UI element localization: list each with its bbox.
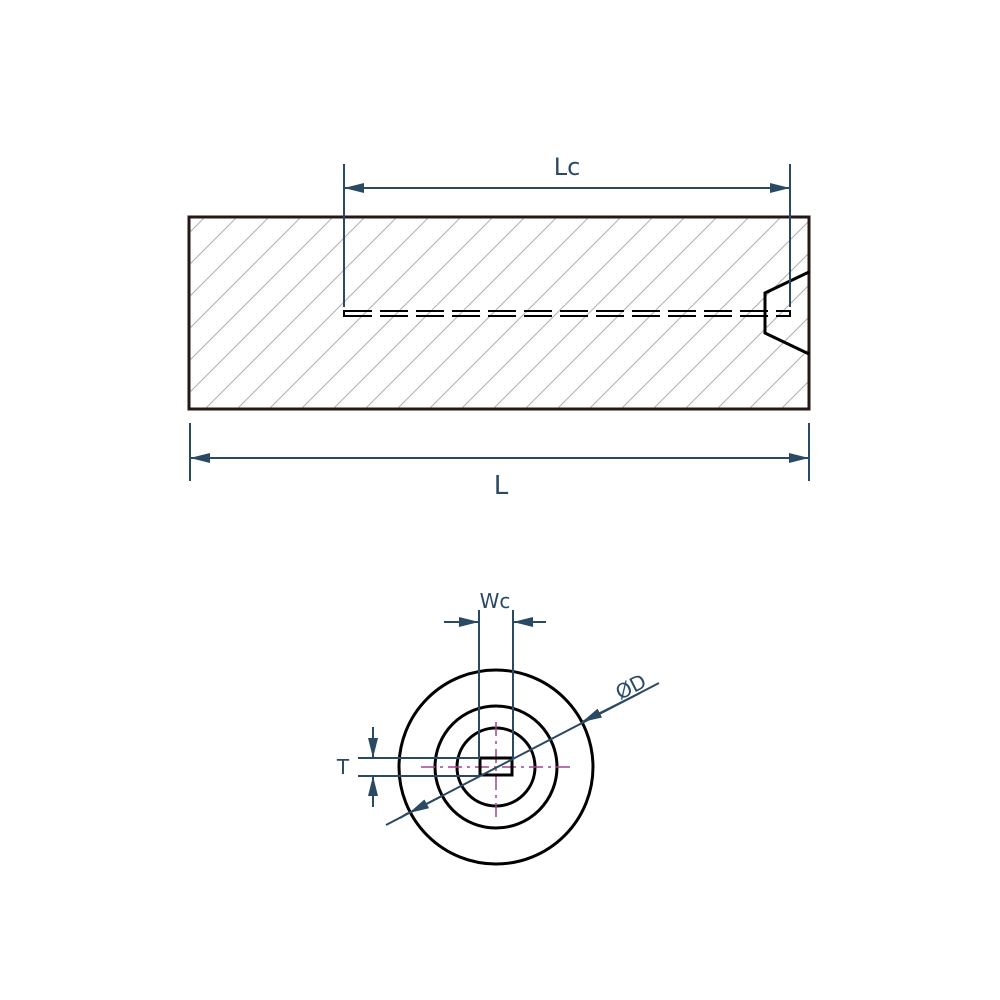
hatch-line	[236, 217, 430, 409]
hatch-line	[189, 217, 302, 330]
hatch-line	[492, 217, 686, 409]
hatch-line	[204, 217, 398, 409]
dimension-diameter	[385, 682, 660, 826]
hatch-line	[652, 252, 809, 409]
side-view: Lc L	[0, 153, 1000, 501]
hatch-line	[0, 217, 77, 409]
slot-section	[478, 756, 514, 777]
dimension-cut-length	[343, 164, 791, 307]
hatch-line	[813, 217, 1000, 409]
hatch-line	[189, 217, 334, 362]
hidden-slot	[343, 310, 791, 317]
dimension-cut-width	[444, 610, 546, 758]
hatch-line	[620, 220, 809, 409]
hatch-line	[684, 284, 809, 409]
hatch-line	[332, 217, 526, 409]
hatch-line	[0, 217, 109, 409]
center-lines	[421, 722, 575, 818]
part-body-outline	[187, 215, 811, 411]
hatch-line	[845, 217, 1000, 409]
hatch-line	[189, 217, 238, 266]
label-thickness: T	[336, 755, 350, 779]
hatch-line	[428, 217, 622, 409]
hatch-line	[189, 217, 206, 234]
hatch-line	[0, 217, 173, 409]
hatch-line	[189, 217, 366, 394]
hatch-line	[189, 217, 270, 298]
hatch-line	[460, 217, 654, 409]
hatch-line	[300, 217, 494, 409]
hatch-line	[716, 316, 809, 409]
hatch-line	[396, 217, 590, 409]
hatch-line	[877, 217, 1000, 409]
hatch-line	[588, 217, 782, 409]
chamfer-countersink	[763, 270, 810, 356]
end-view: Wc T ØD	[336, 589, 660, 866]
hatch-line	[748, 348, 809, 409]
label-diameter: ØD	[611, 669, 650, 705]
hatch-line	[556, 217, 750, 409]
dimension-thickness	[358, 727, 480, 807]
hatch-pattern	[0, 217, 1000, 409]
hatch-line	[0, 217, 45, 409]
outer-circle	[397, 668, 595, 866]
label-cut-width: Wc	[480, 589, 511, 613]
hatch-line	[0, 217, 141, 409]
hatch-line	[268, 217, 462, 409]
hatch-line	[364, 217, 558, 409]
hatch-line	[0, 217, 13, 409]
label-length: L	[494, 471, 509, 501]
hatch-line	[524, 217, 718, 409]
label-cut-length: Lc	[554, 153, 581, 181]
dimension-length	[189, 423, 810, 481]
